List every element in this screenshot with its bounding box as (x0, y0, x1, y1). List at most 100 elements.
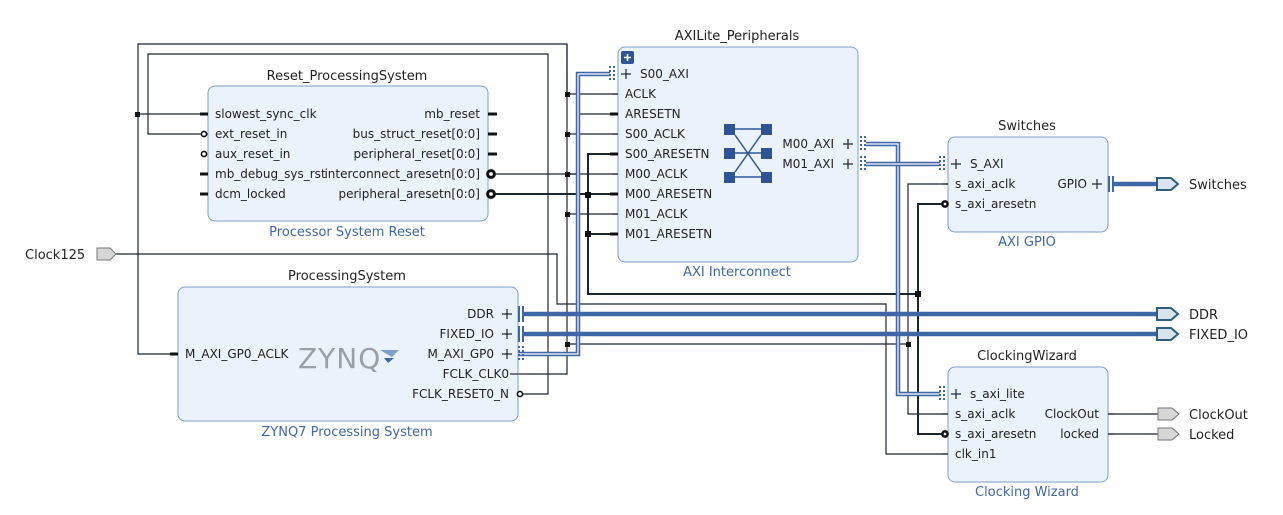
port-label-locked: Locked (1189, 428, 1234, 443)
pin-peripheral-reset[interactable]: peripheral_reset[0:0] (353, 147, 480, 161)
active-low-pin-icon (941, 430, 949, 438)
bus-connector-icon (609, 66, 615, 82)
pin-s00-aresetn[interactable]: S00_ARESETN (625, 147, 710, 161)
block-title: ClockingWizard (977, 349, 1077, 364)
block-ip-name: Clocking Wizard (975, 485, 1079, 500)
active-low-pin-icon (200, 130, 208, 138)
bus-connector-icon (939, 156, 945, 172)
pin-dcm-locked[interactable]: dcm_locked (215, 187, 286, 201)
pin-s-axi-aresetn[interactable]: s_axi_aresetn (955, 197, 1036, 211)
junction (565, 92, 570, 97)
pin-interconnect-aresetn[interactable]: interconnect_aresetn[0:0] (324, 167, 480, 181)
pin-s-axi-aclk[interactable]: s_axi_aclk (955, 177, 1015, 191)
expand-interface-icon[interactable] (502, 329, 512, 339)
block-reset-processing-system[interactable]: Reset_ProcessingSystem slowest_sync_clk … (200, 69, 497, 240)
pin-fixed-io[interactable]: FIXED_IO (440, 327, 494, 341)
external-port-switches[interactable]: Switches (1156, 177, 1247, 193)
expand-interface-icon[interactable] (502, 349, 512, 359)
interface-port-icon (1156, 177, 1180, 191)
pin-mb-reset[interactable]: mb_reset (424, 107, 480, 121)
external-port-locked[interactable]: Locked (1157, 427, 1234, 443)
pin-mb-debug-sys-rst[interactable]: mb_debug_sys_rst (215, 167, 326, 181)
pin-m00-axi[interactable]: M00_AXI (782, 137, 834, 151)
bus-m00-axi[interactable] (866, 141, 940, 397)
expand-interface-icon[interactable] (621, 69, 631, 79)
pin-ext-reset-in[interactable]: ext_reset_in (215, 127, 287, 141)
nets (116, 43, 1158, 455)
net-clk-to-gpio-aclk[interactable] (567, 183, 948, 345)
pin-m01-aclk[interactable]: M01_ACLK (625, 207, 689, 221)
net-peripheral-aresetn[interactable] (493, 153, 618, 195)
external-port-clock125[interactable]: Clock125 (25, 247, 117, 263)
expand-interface-icon[interactable] (502, 309, 512, 319)
net-fclk-reset0-n[interactable] (147, 53, 549, 395)
pin-ddr[interactable]: DDR (467, 307, 494, 321)
block-switches[interactable]: Switches S_AXI s_axi_aclk s_axi_aresetn … (939, 119, 1114, 250)
pin-slowest-sync-clk[interactable]: slowest_sync_clk (215, 107, 317, 121)
pin-m00-aclk[interactable]: M00_ACLK (625, 167, 689, 181)
block-ip-name: Processor System Reset (269, 225, 425, 240)
svg-text:ZYNQ: ZYNQ (298, 342, 381, 375)
pin-s-axi-lite[interactable]: s_axi_lite (970, 387, 1025, 401)
bus-connector-icon (518, 306, 524, 362)
external-port-clockout[interactable]: ClockOut (1157, 407, 1248, 423)
external-port-ddr[interactable]: DDR (1156, 307, 1218, 323)
pin-s00-axi[interactable]: S00_AXI (640, 67, 689, 81)
net-fclk-clk0[interactable] (137, 43, 568, 375)
pin-locked[interactable]: locked (1060, 427, 1099, 441)
block-title: AXILite_Peripherals (675, 29, 800, 44)
active-low-pin-icon (486, 169, 496, 179)
net-interconnect-aresetn[interactable] (493, 113, 618, 175)
pin-s-axi-aclk[interactable]: s_axi_aclk (955, 407, 1015, 421)
net-clock125[interactable] (116, 253, 948, 455)
pin-clk-in1[interactable]: clk_in1 (955, 447, 996, 461)
active-low-pin-icon (486, 189, 496, 199)
pin-gpio[interactable]: GPIO (1057, 177, 1087, 191)
net-clk-to-wiz-aclk[interactable] (907, 344, 948, 415)
pin-m-axi-gp0[interactable]: M_AXI_GP0 (428, 347, 495, 361)
port-label-clockout: ClockOut (1189, 408, 1248, 423)
bus-connector-icon (1108, 176, 1114, 192)
pin-m-axi-gp0-aclk[interactable]: M_AXI_GP0_ACLK (185, 347, 290, 361)
external-port-fixed-io[interactable]: FIXED_IO (1156, 327, 1248, 343)
active-low-pin-icon (941, 200, 949, 208)
bus-connector-icon (939, 386, 945, 402)
port-label-clock125: Clock125 (25, 248, 85, 263)
pin-clockout[interactable]: ClockOut (1045, 407, 1100, 421)
pin-fclk-clk0[interactable]: FCLK_CLK0 (443, 367, 509, 381)
expand-interface-icon[interactable] (843, 139, 853, 149)
block-processing-system[interactable]: ProcessingSystem M_AXI_GP0_ACLK ZYNQ DDR… (170, 269, 524, 440)
block-axilite-peripherals[interactable]: AXILite_Peripherals S00_AXI ACLK ARESETN… (609, 29, 866, 280)
pin-peripheral-aresetn[interactable]: peripheral_aresetn[0:0] (338, 187, 480, 201)
port-label-ddr: DDR (1189, 308, 1218, 323)
block-title: ProcessingSystem (288, 269, 406, 284)
block-clocking-wizard[interactable]: ClockingWizard s_axi_lite s_axi_aclk s_a… (939, 349, 1114, 500)
plus-box-icon[interactable] (621, 51, 634, 64)
pin-s00-aclk[interactable]: S00_ACLK (625, 127, 686, 141)
block-ip-name: AXI Interconnect (683, 265, 791, 280)
active-low-pin-icon (516, 390, 524, 398)
pin-m01-axi[interactable]: M01_AXI (782, 157, 834, 171)
pin-s-axi[interactable]: S_AXI (970, 157, 1004, 171)
crossbar-icon (724, 124, 772, 183)
block-body[interactable] (947, 366, 1109, 483)
pin-s-axi-aresetn[interactable]: s_axi_aresetn (955, 427, 1036, 441)
expand-interface-icon[interactable] (951, 389, 961, 399)
pin-m00-aresetn[interactable]: M00_ARESETN (625, 187, 712, 201)
expand-interface-icon[interactable] (951, 159, 961, 169)
block-title: Switches (998, 119, 1056, 134)
port-label-switches: Switches (1189, 178, 1247, 193)
net-peripheral-aresetn-wiz[interactable] (917, 294, 948, 435)
output-port-icon (1157, 427, 1180, 441)
expand-interface-icon[interactable] (843, 159, 853, 169)
pin-aclk[interactable]: ACLK (625, 87, 657, 101)
pin-aux-reset-in[interactable]: aux_reset_in (215, 147, 290, 161)
pin-m01-aresetn[interactable]: M01_ARESETN (625, 227, 712, 241)
expand-interface-icon[interactable] (1092, 179, 1102, 189)
pin-aresetn[interactable]: ARESETN (625, 107, 681, 121)
pin-fclk-reset0-n[interactable]: FCLK_RESET0_N (412, 387, 509, 401)
block-ip-name: AXI GPIO (998, 235, 1056, 250)
pin-bus-struct-reset[interactable]: bus_struct_reset[0:0] (353, 127, 480, 141)
